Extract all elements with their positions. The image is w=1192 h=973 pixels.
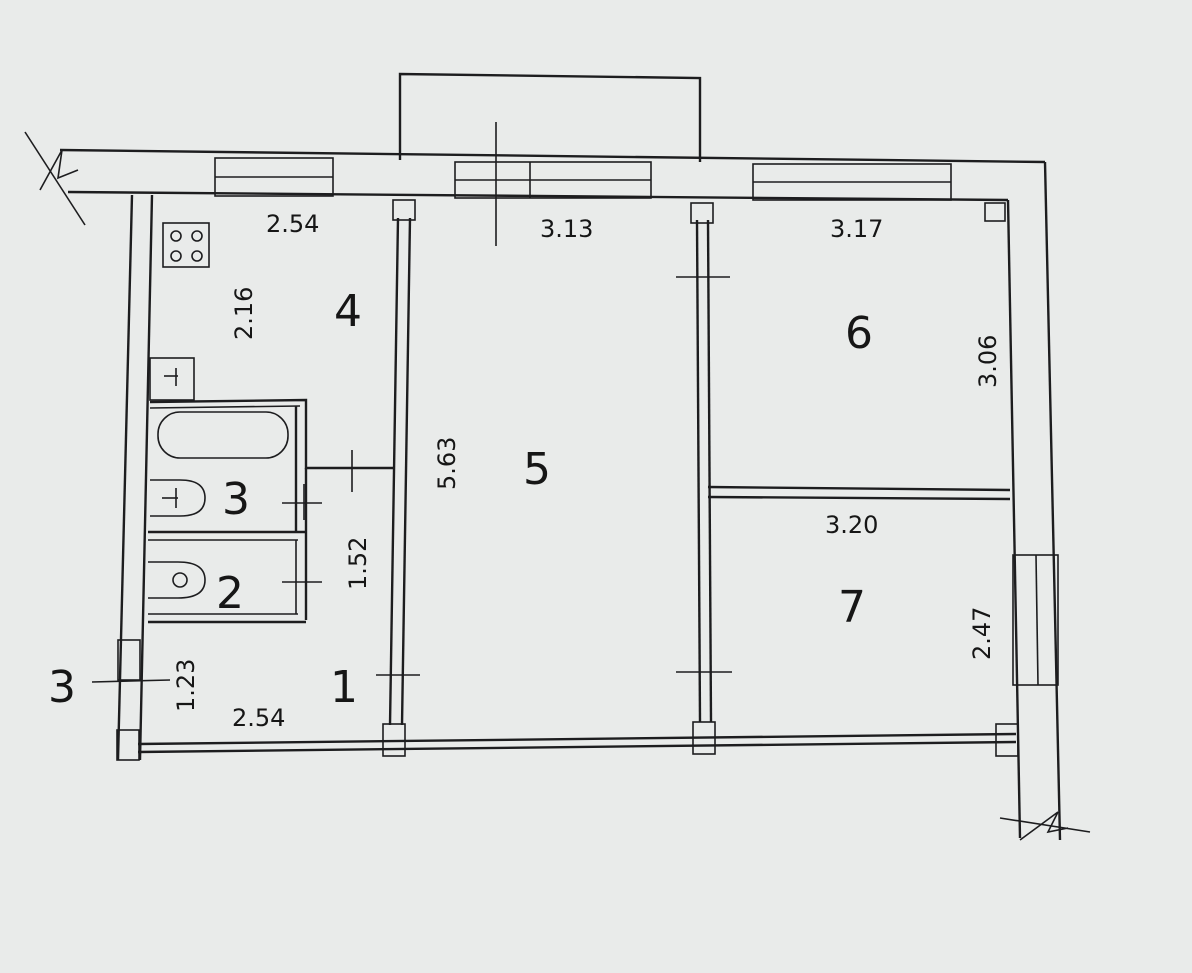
- room-number-3: 3: [222, 474, 250, 525]
- dimension-kitchen-width: 2.54: [266, 210, 319, 238]
- dimension-living-width: 3.13: [540, 215, 593, 243]
- washbasin-icon: [150, 479, 206, 517]
- north-wall: [59, 148, 1046, 202]
- section-mark-label: 3: [48, 662, 76, 713]
- south-wall: [137, 721, 1019, 757]
- dimension-hall-length: 1.52: [344, 537, 372, 590]
- room-number-2: 2: [216, 568, 244, 619]
- break-mark-bottom-right: [999, 811, 1091, 841]
- partition-kitchen-living: [376, 199, 420, 726]
- break-mark-top-left: [24, 131, 86, 226]
- toilet-icon: [148, 561, 206, 599]
- section-mark: 3: [48, 662, 171, 713]
- dimension-kitchen-depth: 2.16: [230, 287, 258, 340]
- room-number-5: 5: [523, 444, 551, 495]
- bathtub-icon: [157, 411, 289, 459]
- dimension-entry-depth: 1.23: [172, 659, 200, 712]
- dimension-room6-depth: 3.06: [974, 335, 1002, 388]
- sink-icon: [149, 357, 195, 401]
- stove-icon: [162, 222, 210, 268]
- dimension-room7-depth: 2.47: [968, 607, 996, 660]
- dimension-room6-width: 3.17: [830, 215, 883, 243]
- dimension-entry-width: 2.54: [232, 704, 285, 732]
- balcony: [398, 72, 702, 162]
- room-number-4: 4: [334, 286, 362, 337]
- partition-living-bedrooms: [676, 202, 732, 723]
- dimension-room7-width: 3.20: [825, 511, 878, 539]
- dimension-living-length: 5.63: [433, 437, 461, 490]
- room-number-1: 1: [330, 662, 358, 713]
- room-number-7: 7: [838, 582, 866, 633]
- partition-room6-room7: [707, 485, 1011, 501]
- room-number-6: 6: [845, 308, 873, 359]
- bathroom-block: [148, 398, 395, 624]
- west-wall: [116, 194, 154, 761]
